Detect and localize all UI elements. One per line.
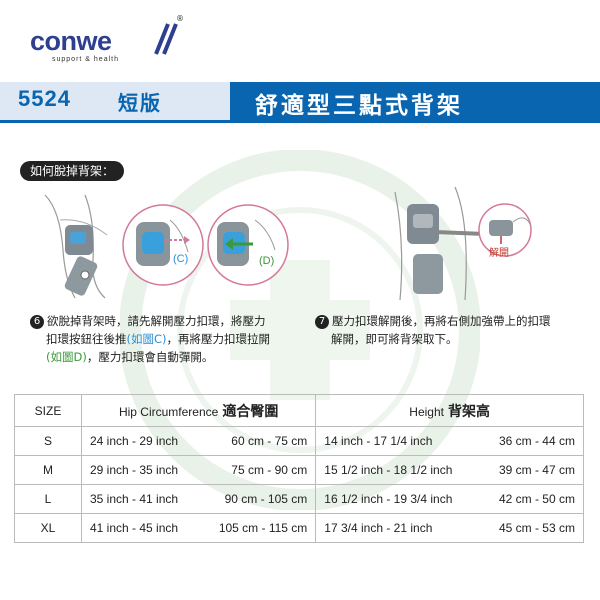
- registered-mark: ®: [176, 14, 184, 23]
- detail-circle-c: (C): [122, 204, 204, 286]
- product-title: 舒適型三點式背架: [255, 93, 463, 119]
- brand-logo: conwe ® support & health: [30, 14, 200, 68]
- label-d: (D): [259, 255, 274, 267]
- brace-removal-illustration-right: 解開: [394, 186, 532, 301]
- title-banner: 5524 短版 舒適型三點式背架: [0, 82, 600, 123]
- step-number: 7: [315, 315, 329, 329]
- label-release: 解開: [489, 246, 509, 259]
- label-c: (C): [173, 253, 188, 265]
- brand-tagline: support & health: [52, 56, 119, 63]
- header-size: SIZE: [14, 394, 82, 427]
- logo-slash-icon: [154, 23, 178, 55]
- detail-circle-d: (D): [207, 204, 289, 286]
- model-number: 5524: [18, 86, 71, 111]
- brand-name: conwe: [30, 26, 112, 56]
- variant-label: 短版: [118, 91, 162, 115]
- brace-removal-illustration-left: [44, 194, 108, 299]
- howto-label: 如何脫掉背架：: [20, 161, 125, 181]
- step-number: 6: [30, 315, 44, 329]
